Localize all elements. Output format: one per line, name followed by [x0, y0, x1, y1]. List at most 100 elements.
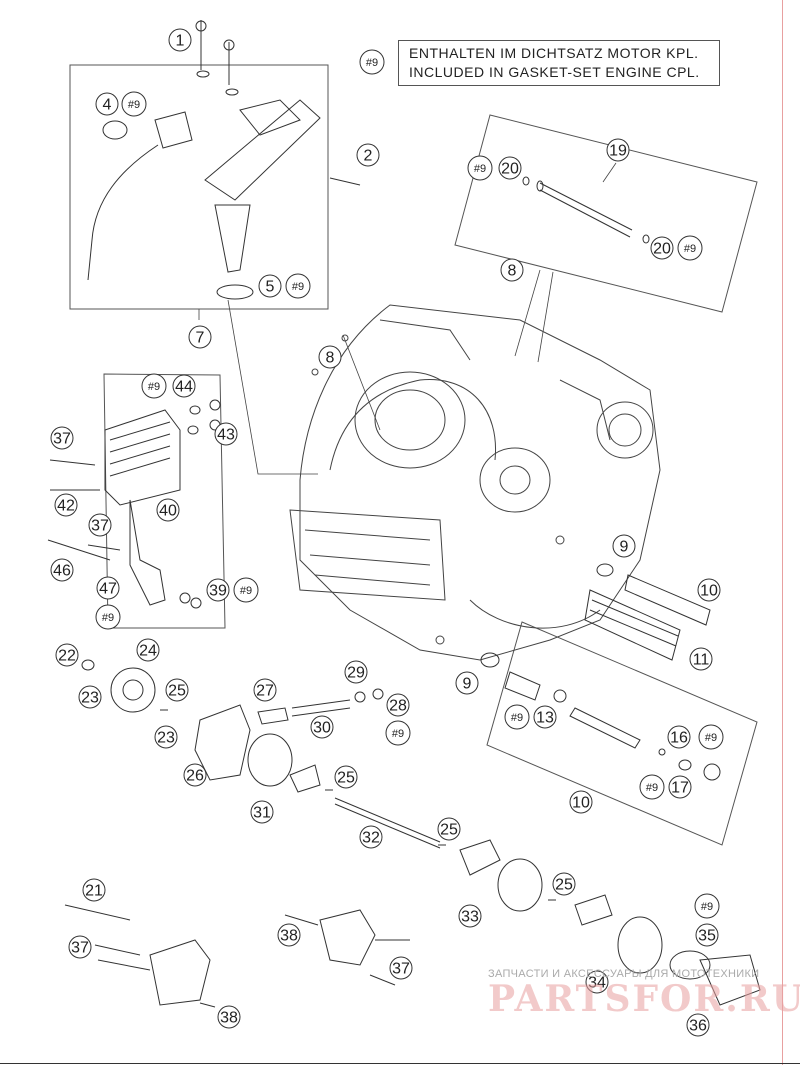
tube-19-parts — [522, 176, 650, 244]
callout-c25b-circle — [334, 765, 358, 789]
callout-c1: 1 — [168, 28, 192, 52]
callout-c36: 36 — [686, 1013, 710, 1037]
callout-c16s-circle — [698, 724, 724, 750]
callout-c36-circle — [686, 1013, 710, 1037]
callout-c4: 4 — [95, 92, 119, 116]
callout-c19s1: #9 — [467, 155, 493, 181]
frame-filter-10 — [486, 621, 758, 846]
engine-crankcase — [289, 304, 661, 661]
callout-c23a-label: 23 — [81, 690, 99, 707]
callout-c26-circle — [183, 763, 207, 787]
callout-c21-label: 21 — [85, 883, 103, 900]
watermark-logo: PARTSFOR.RU — [488, 978, 800, 1020]
callout-c33-label: 33 — [461, 909, 479, 926]
callout-c34: 34 — [585, 970, 609, 994]
callout-c17s-circle — [639, 774, 665, 800]
callout-c27: 27 — [253, 678, 277, 702]
callout-c31-circle — [250, 800, 274, 824]
callout-c8a-circle — [500, 258, 524, 282]
callout-c19s1-label: #9 — [474, 163, 486, 175]
callout-c10a-label: 10 — [700, 583, 718, 600]
callout-c9a: 9 — [612, 534, 636, 558]
callout-c36-label: 36 — [689, 1018, 707, 1035]
callout-c39s-circle — [233, 577, 259, 603]
callout-c39-circle — [206, 578, 230, 602]
callout-c24-circle — [136, 638, 160, 662]
callout-c25c-circle — [437, 817, 461, 841]
callout-c25d-label: 25 — [555, 877, 573, 894]
callout-c26: 26 — [183, 763, 207, 787]
callout-c37d-label: 37 — [392, 961, 410, 978]
callout-c16s-label: #9 — [705, 732, 717, 744]
callout-c25a-circle — [165, 678, 189, 702]
callout-c9a-label: 9 — [620, 539, 629, 556]
callout-c32: 32 — [359, 825, 383, 849]
callout-c17-circle — [668, 775, 692, 799]
callout-c19s2-label: #9 — [684, 243, 696, 255]
callout-c23a: 23 — [78, 685, 102, 709]
callout-c25a-label: 25 — [168, 683, 186, 700]
callout-c30: 30 — [310, 715, 334, 739]
note-ref-callout-label: #9 — [366, 57, 378, 69]
callout-c8a: 8 — [500, 258, 524, 282]
callout-c1-label: 1 — [176, 33, 185, 50]
callout-c33: 33 — [458, 904, 482, 928]
callout-c37d-circle — [389, 956, 413, 980]
callout-c19-circle — [606, 138, 630, 162]
callout-c17s: #9 — [639, 774, 665, 800]
callout-c37b-circle — [88, 513, 112, 537]
callout-c20a-circle — [498, 156, 522, 180]
page-edge-line — [782, 0, 783, 1065]
callout-c28s-circle — [385, 720, 411, 746]
callout-c38b: 38 — [277, 923, 301, 947]
callout-c19-label: 19 — [609, 143, 627, 160]
callout-c30-circle — [310, 715, 334, 739]
callout-c47s: #9 — [95, 604, 121, 630]
callout-c28-label: 28 — [389, 698, 407, 715]
callout-c4s: #9 — [121, 91, 147, 117]
callout-c10a: 10 — [697, 578, 721, 602]
callout-c17-label: 17 — [671, 780, 689, 797]
callout-c31-label: 31 — [253, 805, 271, 822]
callout-c13-label: 13 — [536, 710, 554, 727]
callout-c47s-label: #9 — [102, 612, 114, 624]
callout-c37b-label: 37 — [91, 518, 109, 535]
callout-c19: 19 — [606, 138, 630, 162]
callout-c21-circle — [82, 878, 106, 902]
callout-c5s-label: #9 — [292, 281, 304, 293]
callout-c40: 40 — [156, 498, 180, 522]
oil-pump-parts — [81, 659, 761, 1006]
leader-lines — [198, 162, 617, 475]
callout-c38a: 38 — [217, 1005, 241, 1029]
callout-c20b: 20 — [650, 236, 674, 260]
callout-c9a-circle — [612, 534, 636, 558]
callout-c35: 35 — [695, 923, 719, 947]
callout-c4-circle — [95, 92, 119, 116]
callout-c44s-label: #9 — [148, 381, 160, 393]
callout-c28-circle — [386, 693, 410, 717]
callout-c47-label: 47 — [99, 581, 117, 598]
callout-c29-label: 29 — [347, 665, 365, 682]
page-bottom-line — [0, 1063, 800, 1064]
callout-c23a-circle — [78, 685, 102, 709]
note-line-de: ENTHALTEN IM DICHTSATZ MOTOR KPL. — [409, 45, 699, 61]
callout-c25d: 25 — [552, 872, 576, 896]
callout-c9b: 9 — [455, 671, 479, 695]
callout-c35s: #9 — [694, 893, 720, 919]
callout-c25c: 25 — [437, 817, 461, 841]
callout-c19s2: #9 — [677, 235, 703, 261]
callout-c13s: #9 — [504, 704, 530, 730]
callout-c34-label: 34 — [588, 975, 606, 992]
callout-c25a: 25 — [165, 678, 189, 702]
callout-c13: 13 — [533, 705, 557, 729]
callout-c42-label: 42 — [57, 498, 75, 515]
callout-c19s2-circle — [677, 235, 703, 261]
callout-c39: 39 — [206, 578, 230, 602]
callout-c1-circle — [168, 28, 192, 52]
callout-c37a-circle — [50, 426, 74, 450]
callout-c22: 22 — [55, 643, 79, 667]
callout-c22-circle — [55, 643, 79, 667]
callout-c35s-circle — [694, 893, 720, 919]
frame-oil-cooler — [103, 373, 226, 629]
callout-c37c-circle — [68, 935, 92, 959]
